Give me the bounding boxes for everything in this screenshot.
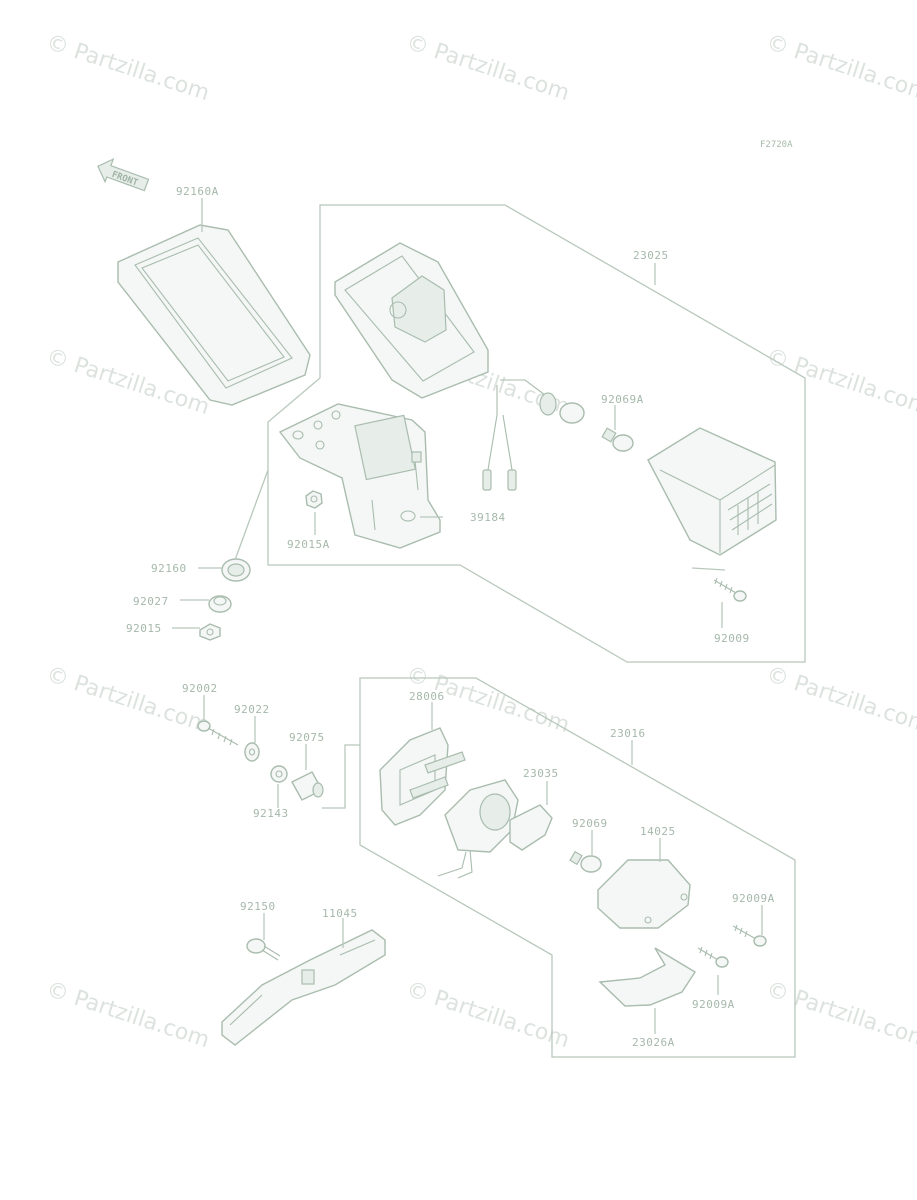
part-label[interactable]: 23026A: [632, 1036, 675, 1049]
part-23026A-cover: [598, 947, 696, 1007]
watermark-text: © Partzilla.com: [43, 662, 212, 738]
part-label[interactable]: 92002: [182, 682, 218, 695]
part-label[interactable]: 28006: [409, 690, 445, 703]
part-39184-bracket: [278, 403, 441, 549]
part-label[interactable]: 23016: [610, 727, 646, 740]
watermark-text: © Partzilla.com: [763, 344, 917, 420]
assembly-outline-23025: [267, 204, 806, 663]
watermark-text: © Partzilla.com: [763, 977, 917, 1053]
watermark-text: © Partzilla.com: [763, 662, 917, 738]
part-label[interactable]: 92022: [234, 703, 270, 716]
part-label[interactable]: 39184: [470, 511, 506, 524]
front-arrow: FRONT: [97, 157, 150, 192]
part-92143-collar: [270, 765, 288, 783]
bracket-line-92075: [322, 744, 360, 809]
part-label[interactable]: 92160: [151, 562, 187, 575]
part-light-housing: [334, 242, 489, 399]
part-92022-washer: [244, 742, 260, 762]
part-label[interactable]: 92069A: [601, 393, 644, 406]
part-92160A-lens: [117, 224, 311, 406]
watermark-group: © Partzilla.com © Partzilla.com © Partzi…: [43, 30, 917, 1053]
part-label[interactable]: 14025: [640, 825, 676, 838]
part-label[interactable]: 92009A: [732, 892, 775, 905]
leader-lines: [172, 198, 763, 1034]
part-92027-collar: [208, 595, 232, 613]
part-14025-lens: [597, 859, 691, 929]
part-label[interactable]: 92150: [240, 900, 276, 913]
part-label[interactable]: 11045: [322, 907, 358, 920]
part-28006-base: [379, 727, 466, 826]
watermark-text: © Partzilla.com: [403, 30, 572, 106]
part-92150-bolt: [246, 938, 281, 961]
part-92069A-bulb: [601, 427, 634, 452]
part-wiring: [482, 379, 585, 491]
part-label[interactable]: 92143: [253, 807, 289, 820]
part-92009A-screw: [732, 924, 767, 947]
watermark-text: © Partzilla.com: [763, 30, 917, 106]
part-92002-screw: [197, 720, 239, 746]
part-92160-grommet: [221, 558, 251, 582]
part-92069-bulb: [569, 850, 602, 873]
part-label[interactable]: 92075: [289, 731, 325, 744]
watermark-text: © Partzilla.com: [43, 30, 212, 106]
part-92009A-screw: [697, 946, 729, 968]
part-11045-bracket: [221, 929, 386, 1046]
watermark-text: © Partzilla.com: [403, 977, 572, 1053]
part-label[interactable]: 23035: [523, 767, 559, 780]
part-label[interactable]: 92015: [126, 622, 162, 635]
part-label[interactable]: 92160A: [176, 185, 219, 198]
part-labels: 92160A 23025 92069A 39184 92015A 92160 9…: [126, 185, 775, 1049]
part-label[interactable]: 92069: [572, 817, 608, 830]
part-label[interactable]: 92009: [714, 632, 750, 645]
diagram-reference: F2720A: [760, 140, 793, 150]
part-label[interactable]: 92027: [133, 595, 169, 608]
part-lens-cover: [647, 427, 777, 556]
watermark-text: © Partzilla.com: [43, 977, 212, 1053]
part-label[interactable]: 92009A: [692, 998, 735, 1011]
part-23035-socket: [437, 779, 553, 879]
part-92009-screw: [713, 577, 747, 602]
assembly-outline-23016: [359, 677, 796, 1058]
part-92015-nut: [199, 623, 221, 641]
part-92015A-nut: [305, 490, 323, 509]
part-label[interactable]: 23025: [633, 249, 669, 262]
part-92075-damper: [291, 771, 324, 801]
part-label[interactable]: 92015A: [287, 538, 330, 551]
